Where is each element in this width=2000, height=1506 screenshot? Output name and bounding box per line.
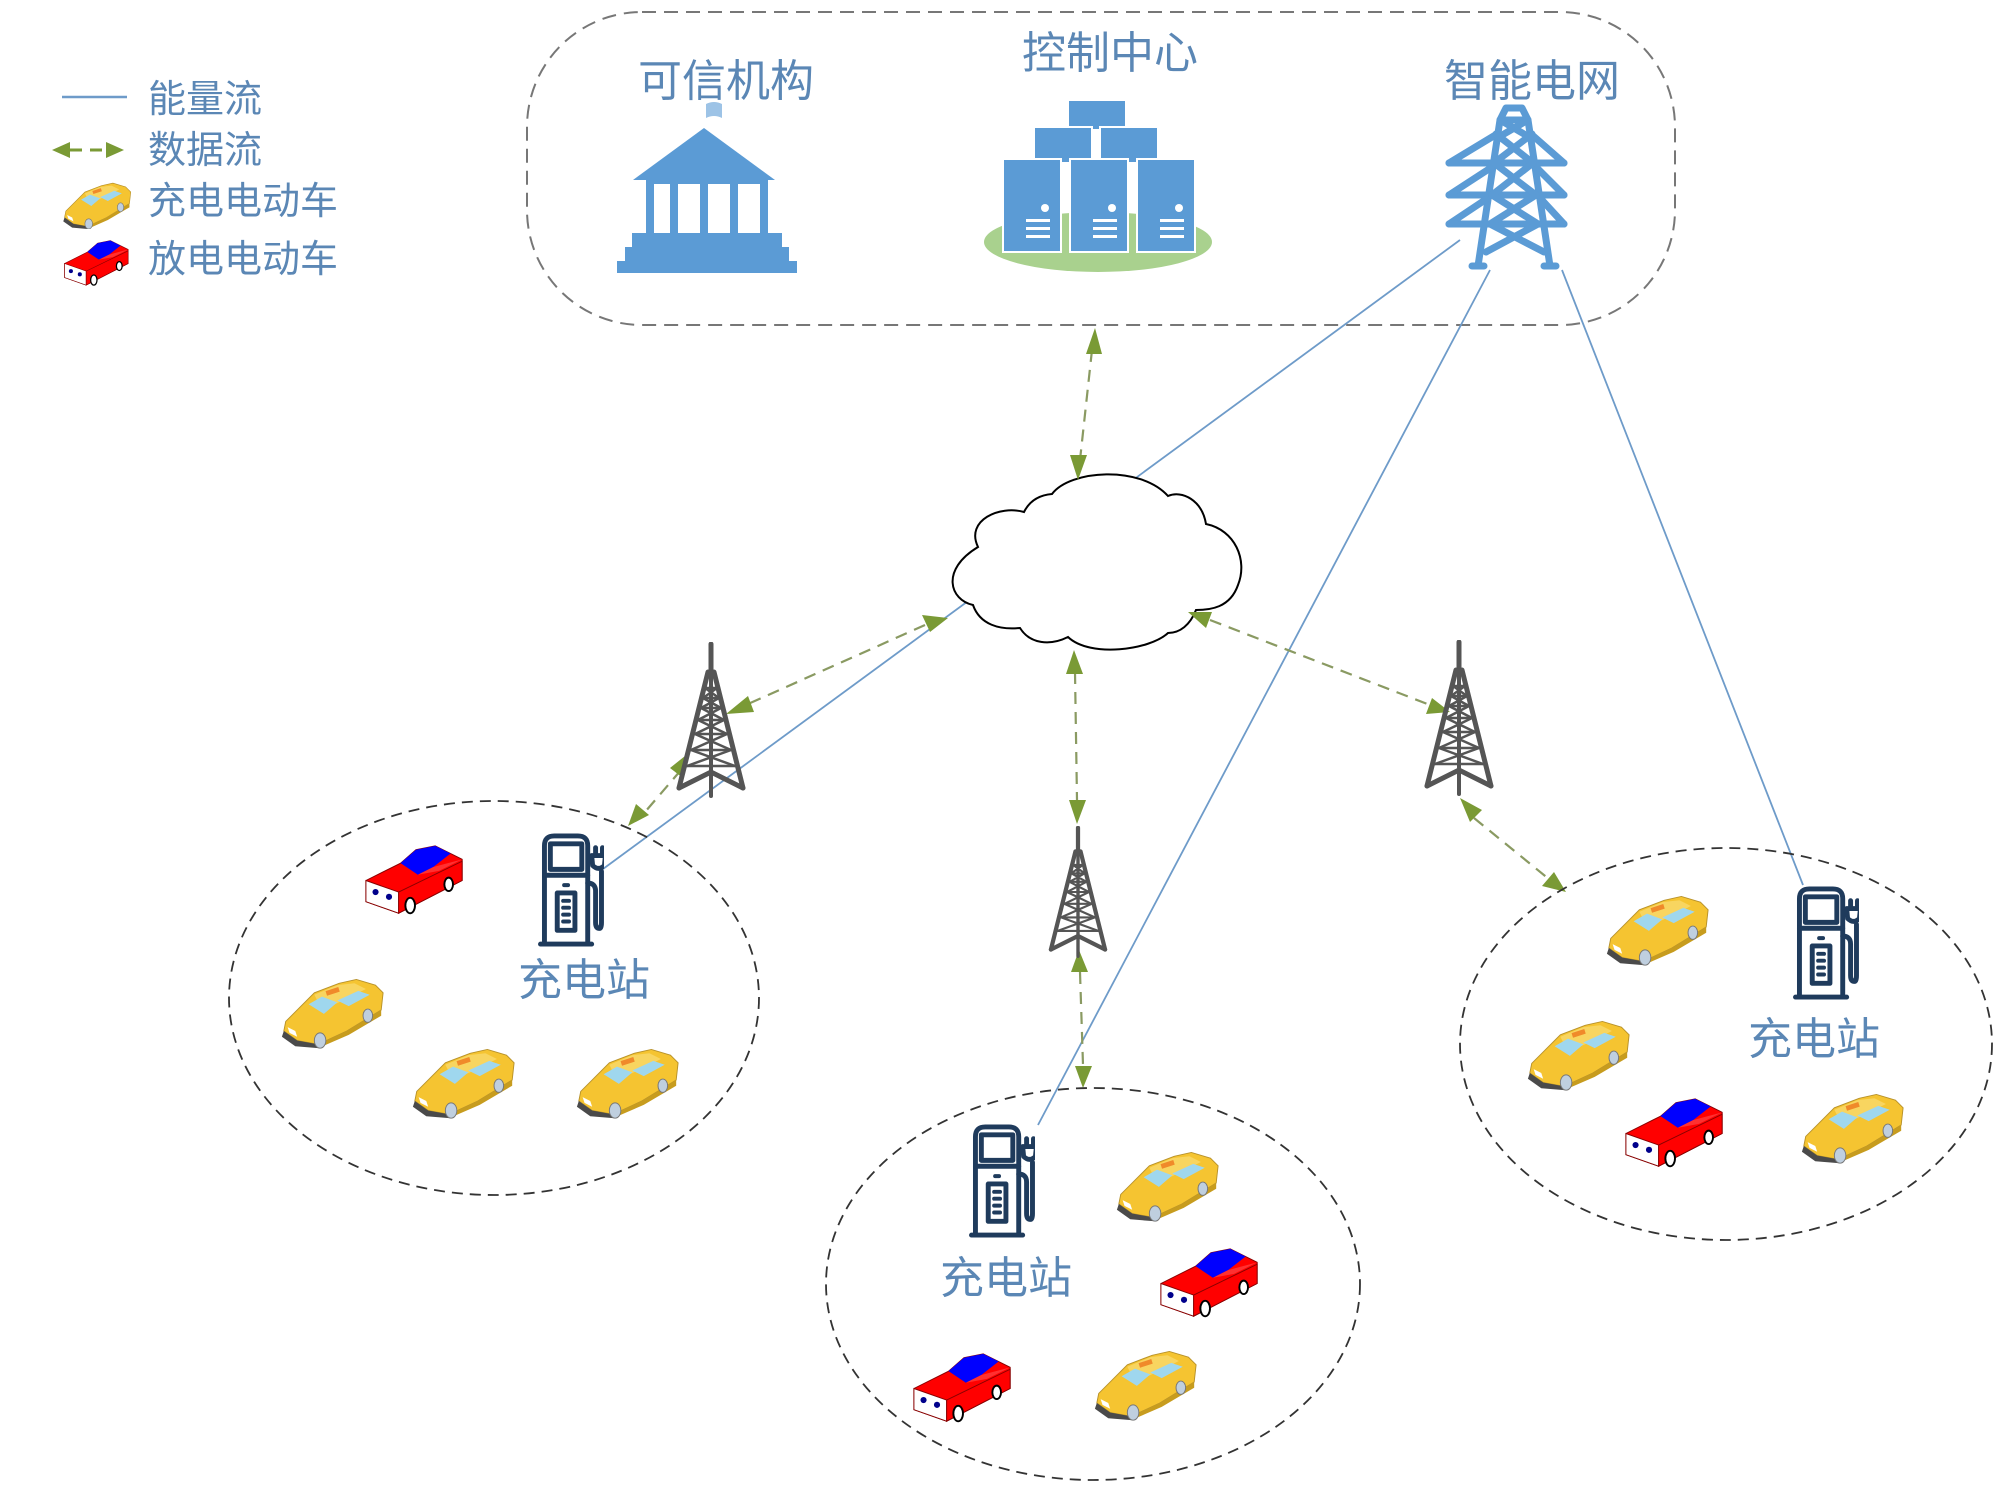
station-label: 充电站 — [940, 1253, 1072, 1304]
bank-building-icon — [617, 102, 797, 273]
legend-data-label: 数据流 — [148, 128, 262, 172]
discharging-ev-icon — [1159, 1247, 1259, 1318]
legend-data-flow: 数据流 — [52, 128, 262, 172]
station-label: 充电站 — [1748, 1014, 1880, 1065]
legend-discharging-label: 放电电动车 — [148, 237, 338, 281]
charging-station-icon — [972, 1127, 1037, 1235]
charging-ev-icon — [1801, 1093, 1904, 1164]
cell-tower-middle-icon — [1051, 828, 1105, 957]
data-arrow-tower-middle-station — [1071, 950, 1092, 1088]
legend-charging-ev: 充电电动车 — [62, 179, 338, 229]
trusted-authority: 可信机构 — [617, 56, 814, 273]
data-arrow-tower-right-station — [1460, 798, 1566, 892]
charging-ev-icon — [1094, 1350, 1197, 1421]
station-zone-bottom: 充电站 — [825, 1087, 1361, 1481]
discharging-ev-icon — [364, 844, 464, 915]
server-cluster-icon — [984, 99, 1212, 272]
legend-charging-label: 充电电动车 — [148, 179, 338, 223]
data-arrow-swatch — [52, 142, 124, 158]
charging-ev-icon — [281, 978, 384, 1049]
smart-grid-label: 智能电网 — [1444, 56, 1620, 107]
data-arrow-cloud-tower-right — [1188, 612, 1450, 714]
legend: 能量流 数据流 充电电动车 放电电动车 — [52, 77, 338, 286]
charging-station-icon — [541, 836, 606, 944]
legend-energy-label: 能量流 — [148, 77, 262, 121]
charging-station-icon — [1796, 889, 1861, 997]
energy-line-grid-to-station-bottom — [1037, 269, 1491, 1126]
zone-boundary — [1459, 847, 1993, 1241]
charging-ev-icon — [576, 1048, 679, 1119]
energy-flows — [602, 239, 1804, 1126]
legend-discharging-ev: 放电电动车 — [63, 237, 338, 286]
taxi-icon — [62, 182, 132, 229]
legend-energy-flow: 能量流 — [62, 77, 262, 121]
trusted-authority-label: 可信机构 — [638, 56, 814, 107]
cell-tower-right-icon — [1427, 642, 1491, 794]
control-center-label: 控制中心 — [1022, 28, 1198, 79]
charging-ev-icon — [1606, 895, 1709, 966]
smart-grid: 智能电网 — [1444, 56, 1620, 270]
discharging-ev-icon — [912, 1352, 1012, 1423]
discharging-ev-icon — [1624, 1097, 1724, 1168]
station-zone-left: 充电站 — [228, 800, 760, 1196]
data-arrow-cloud-tower-left — [726, 615, 948, 714]
zone-boundary — [228, 800, 760, 1196]
control-center: 控制中心 — [984, 28, 1212, 272]
cloud-network — [951, 473, 1243, 651]
energy-line-grid-to-station-right — [1561, 269, 1804, 886]
charging-ev-icon — [412, 1048, 515, 1119]
zone-boundary — [825, 1087, 1361, 1481]
station-zone-right: 充电站 — [1459, 847, 1993, 1241]
data-arrow-top-cloud — [1070, 328, 1102, 480]
charging-ev-icon — [1527, 1020, 1630, 1091]
power-pylon-icon — [1445, 104, 1568, 270]
cloud-icon — [951, 473, 1243, 651]
data-flows — [628, 328, 1566, 1088]
station-label: 充电站 — [518, 955, 650, 1006]
red-car-icon — [63, 239, 129, 286]
charging-ev-icon — [1116, 1151, 1219, 1222]
data-arrow-cloud-tower-middle — [1066, 650, 1086, 824]
